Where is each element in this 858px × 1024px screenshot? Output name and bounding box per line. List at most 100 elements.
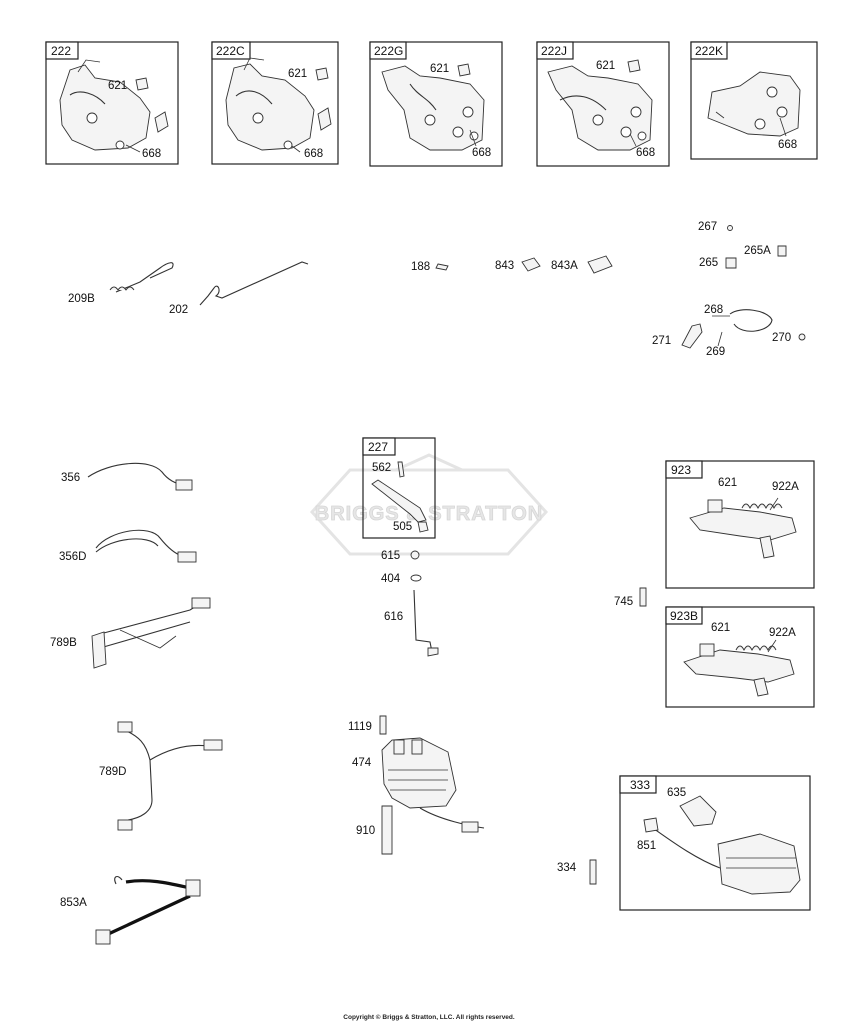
part-label: 668 [472,147,491,159]
screw-562-illustration [397,461,405,478]
pad-843a[interactable]: 843A [551,255,613,274]
harness-789b[interactable]: 789B [50,597,211,669]
part-label: 356D [59,551,87,563]
part-label: 562 [372,462,391,474]
screw-334[interactable]: 334 [557,859,597,885]
part-label: 789B [50,637,77,649]
part-label: 474 [352,757,372,769]
part-label: 922A [772,481,799,493]
part-label: 910 [356,825,375,837]
part-label: 269 [706,346,725,358]
part-label: 268 [704,304,723,316]
pad-843[interactable]: 843 [495,257,541,272]
screw-745[interactable]: 745 [614,587,647,608]
part-label: 265 [699,257,718,269]
kit-box-222k[interactable]: 222K 668 [690,41,818,160]
part-label: 209B [68,293,95,305]
clip-621-illustration [627,59,641,73]
ignition-armature-474[interactable]: 474 [352,737,485,833]
part-label: 668 [636,147,655,159]
governor-spring-bracket-illustration [689,499,797,559]
clip-621-illustration [135,77,149,91]
part-label: 668 [778,139,797,151]
clip-621-illustration [457,63,471,77]
lever-271[interactable]: 271 [652,323,703,349]
part-label: 621 [108,80,127,92]
nut-270[interactable]: 270 [772,332,806,344]
kit-box-923b[interactable]: 923B 621 922A [665,606,815,708]
wire-356[interactable]: 356 [61,462,193,491]
kit-box-title: 222C [216,44,245,58]
kit-box-923[interactable]: 923 621 922A [665,460,815,589]
kit-box-222j[interactable]: 222J 621 668 [536,41,670,167]
screw-267[interactable]: 267 [698,221,733,233]
part-label: 668 [142,148,161,160]
part-label: 668 [304,148,323,160]
part-label: 853A [60,897,87,909]
kit-box-333[interactable]: 333 635 851 [619,775,811,911]
part-label: 745 [614,596,633,608]
lever-illustration [371,479,427,523]
part-label: 265A [744,245,771,257]
spacer-910[interactable]: 910 [356,805,393,855]
shaft-616[interactable]: 616 [384,589,439,657]
part-label: 843A [551,260,578,272]
part-label: 621 [596,60,615,72]
kit-box-title: 222K [695,44,723,58]
kit-box-222c[interactable]: 222C 621 668 [211,41,339,165]
part-label: 270 [772,332,791,344]
governor-spring-bracket-illustration [683,643,795,697]
clip-265[interactable]: 265 [699,257,737,269]
clip-265a[interactable]: 265A [744,245,787,257]
washer-404[interactable]: 404 [381,573,422,585]
part-label: 334 [557,862,577,874]
nut-505-illustration [417,521,429,533]
part-label: 616 [384,611,403,623]
screw-188[interactable]: 188 [411,261,449,273]
harness-789d[interactable]: 789D [99,721,223,831]
part-label: 356 [61,472,80,484]
part-label: 851 [637,840,656,852]
part-label: 1119 [348,721,372,733]
kit-box-title: 222 [51,44,71,58]
governor-control-bracket-illustration [547,65,653,151]
clip-621-illustration [315,67,329,81]
part-label: 635 [667,787,686,799]
screw-1119[interactable]: 1119 [348,715,387,735]
governor-control-bracket-illustration [225,57,332,151]
cable-assembly-268[interactable]: 268 [704,304,773,332]
kit-box-title: 923 [671,463,691,477]
spring-209b[interactable]: 209B [68,262,174,305]
ground-wire-853a[interactable]: 853A [60,875,201,945]
kit-box-title: 222G [374,44,403,58]
part-label: 505 [393,521,412,533]
kit-box-227[interactable]: 227 562 505 [362,437,436,539]
wire-356d[interactable]: 356D [59,529,197,563]
link-202[interactable]: 202 [169,261,309,316]
part-label: 615 [381,550,400,562]
part-label: 271 [652,335,671,347]
governor-control-bracket-illustration [59,59,169,151]
kit-box-title: 923B [670,609,698,623]
governor-bracket-plate-illustration [707,71,801,137]
part-label: 202 [169,304,188,316]
governor-control-bracket-illustration [381,65,485,151]
part-label: 922A [769,627,796,639]
part-label: 404 [381,573,401,585]
watermark-text: BRIGGS & STRATTON [315,503,543,525]
part-label: 267 [698,221,717,233]
part-label: 621 [711,622,730,634]
part-label: 621 [288,68,307,80]
spring-269[interactable]: 269 [706,331,725,358]
kit-box-222g[interactable]: 222G 621 668 [369,41,503,167]
kit-box-title: 333 [630,778,650,792]
armature-assembly-illustration [643,795,801,895]
part-label: 789D [99,766,127,778]
nut-615[interactable]: 615 [381,550,420,562]
copyright-notice: Copyright © Briggs & Stratton, LLC. All … [343,1013,515,1021]
kit-box-222[interactable]: 222 621 668 [45,41,179,165]
part-label: 621 [718,477,737,489]
part-label: 188 [411,261,430,273]
kit-box-title: 222J [541,44,567,58]
